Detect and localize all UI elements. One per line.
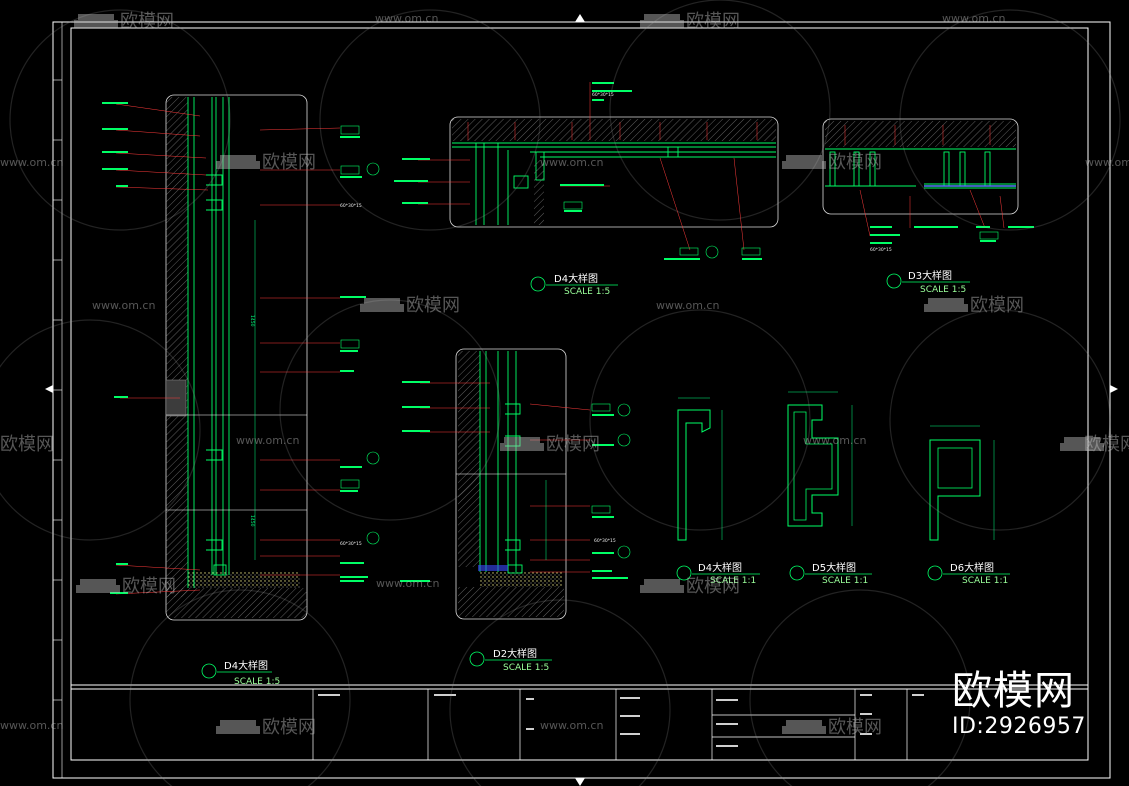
detail-scale: SCALE 1:1 <box>962 576 1008 586</box>
watermark-url: www.om.cn <box>1085 156 1129 169</box>
detail-scale: SCALE 1:5 <box>234 677 280 687</box>
spec-note: 60*30*15 <box>870 247 892 253</box>
watermark-url: www.om.cn <box>0 719 63 732</box>
watermark-brand: 欧模网 <box>262 717 316 738</box>
watermark-url: www.om.cn <box>375 12 438 25</box>
detail-d6-profile <box>929 425 995 541</box>
detail-scale: SCALE 1:1 <box>822 576 868 586</box>
detail-title: D6大样图 <box>950 561 994 574</box>
watermark-url: www.om.cn <box>92 299 155 312</box>
watermark-url: www.om.cn <box>942 12 1005 25</box>
label-d3: D3大样图 SCALE 1:5 <box>886 269 970 295</box>
watermark-brand: 欧模网 <box>1084 434 1129 455</box>
detail-title: D2大样图 <box>493 647 537 660</box>
detail-title: D3大样图 <box>908 269 952 282</box>
label-d4-small: D4大样图 SCALE 1:1 <box>676 561 760 586</box>
spec-note: 60*30*15 <box>592 92 614 98</box>
model-id: ID:2926957 <box>952 714 1086 739</box>
detail-scale: SCALE 1:1 <box>710 576 756 586</box>
detail-scale: SCALE 1:5 <box>564 287 610 297</box>
watermark-brand: 欧模网 <box>262 152 316 173</box>
watermark-brand: 欧模网 <box>828 152 882 173</box>
label-d4-top: D4大样图 SCALE 1:5 <box>530 272 618 297</box>
left-binding-strip <box>53 22 63 778</box>
centering-marks <box>45 14 1118 786</box>
watermark-brand: 欧模网 <box>122 576 176 597</box>
watermark-url: www.om.cn <box>540 719 603 732</box>
watermark-brand: 欧模网 <box>406 295 460 316</box>
watermark-brand: 欧模网 <box>0 434 54 455</box>
sofa-icon <box>74 14 1104 734</box>
detail-d2-section: 60*30*15 <box>400 348 631 620</box>
watermark-brand: 欧模网 <box>120 11 174 32</box>
watermark-brand: 欧模网 <box>828 717 882 738</box>
watermark-url: www.om.cn <box>376 577 439 590</box>
dimension-value: 1450 <box>249 315 255 327</box>
watermark-row: 欧模网 www.om.cn 欧模网 www.om.cn www.om.cn 欧模… <box>0 11 1129 738</box>
detail-title: D4大样图 <box>698 561 742 574</box>
watermark-url: www.om.cn <box>0 156 63 169</box>
watermark-brand: 欧模网 <box>686 576 740 597</box>
spec-note: 60*30*15 <box>594 538 616 544</box>
label-d5: D5大样图 SCALE 1:1 <box>789 561 872 586</box>
watermark-url: www.om.cn <box>803 434 866 447</box>
brand-name: 欧模网 <box>952 668 1075 714</box>
label-d2: D2大样图 SCALE 1:5 <box>469 647 552 673</box>
detail-d5-profile <box>787 391 853 527</box>
watermark-url: www.om.cn <box>540 156 603 169</box>
detail-d3-section: 60*30*15 <box>822 118 1034 253</box>
title-block-fields <box>318 694 924 747</box>
detail-title: D5大样图 <box>812 561 856 574</box>
spec-note: 60*30*15 <box>340 541 362 547</box>
detail-d4-profile <box>677 397 723 541</box>
title-block <box>312 689 908 760</box>
label-d4-left: D4大样图 SCALE 1:5 <box>201 659 280 687</box>
dimension-value: 1450 <box>249 515 255 527</box>
detail-scale: SCALE 1:5 <box>503 663 549 673</box>
detail-scale: SCALE 1:5 <box>920 285 966 295</box>
label-d6: D6大样图 SCALE 1:1 <box>927 561 1010 586</box>
detail-d4-top-ceiling-section: 60*30*15 <box>394 82 779 260</box>
watermark-brand: 欧模网 <box>686 11 740 32</box>
detail-title: D4大样图 <box>554 272 598 285</box>
brand-watermark: 欧模网 ID:2926957 <box>952 668 1102 754</box>
watermark-url: www.om.cn <box>656 299 719 312</box>
watermark-brand: 欧模网 <box>970 295 1024 316</box>
watermark-url: www.om.cn <box>236 434 299 447</box>
detail-d4-left-tall-section: 60*30*15 60*30*15 1450 1450 <box>102 94 380 621</box>
detail-title: D4大样图 <box>224 659 268 672</box>
watermark-brand: 欧模网 <box>546 434 600 455</box>
spec-note: 60*30*15 <box>340 203 362 209</box>
